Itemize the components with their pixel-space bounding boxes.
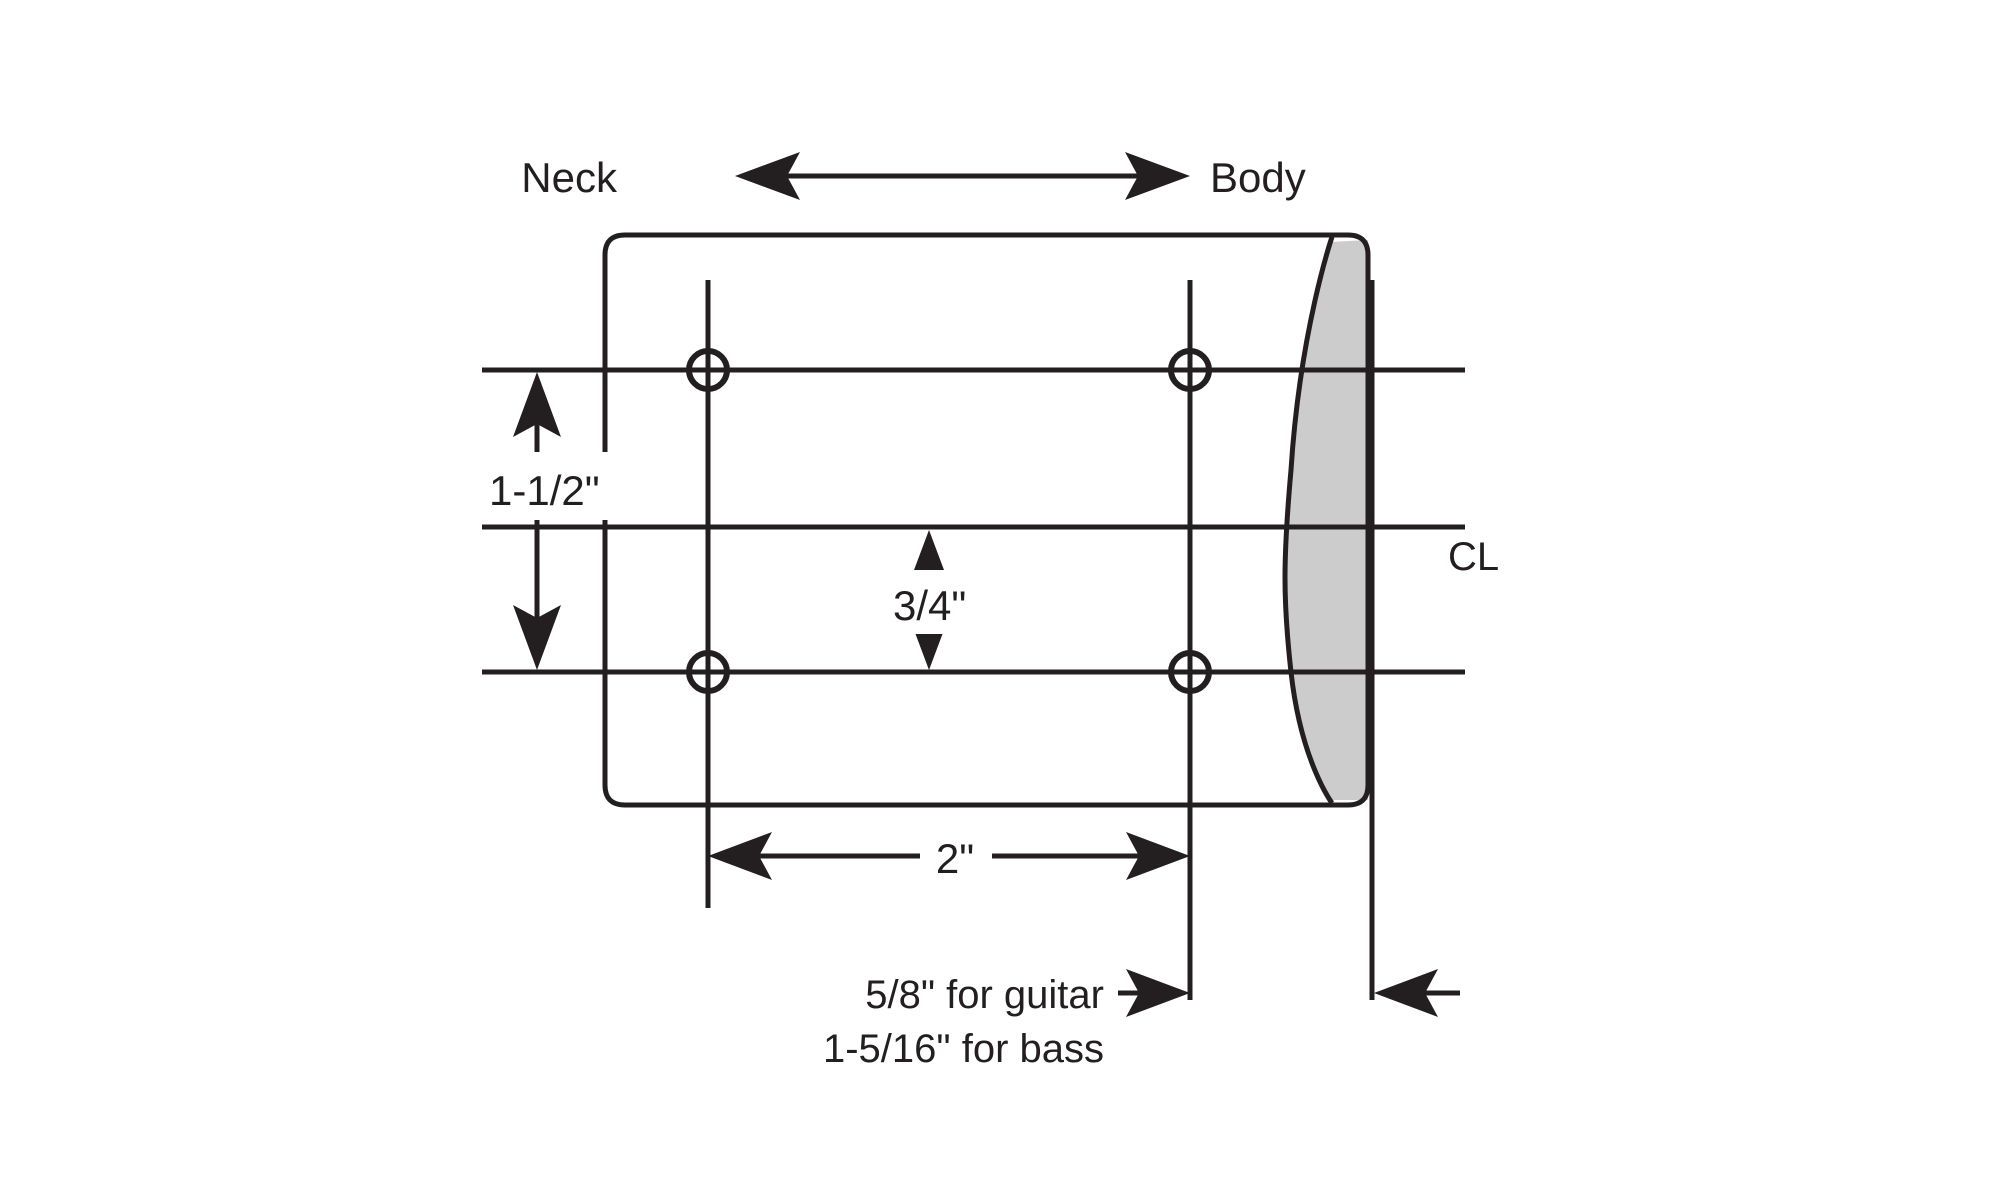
- dimension-vertical-outer-group: 1-1/2": [484, 372, 616, 670]
- arrow-right-icon: [1126, 969, 1190, 1017]
- route-outline: [602, 232, 1371, 808]
- edge-offset-callout-group: 5/8" for guitar 1-5/16" for bass: [823, 969, 1190, 1071]
- mounting-hole-icon: [1168, 650, 1212, 694]
- neck-label: Neck: [521, 154, 618, 201]
- body-contour-curve: [1282, 236, 1335, 805]
- edge-offset-bass-label: 1-5/16" for bass: [823, 1027, 1104, 1071]
- centerline-label: CL: [1448, 535, 1499, 579]
- arrow-up-icon: [513, 372, 561, 437]
- edge-shading-fill: [1284, 240, 1368, 800]
- centerline-pointer-group: [1374, 969, 1460, 1017]
- dimension-horizontal-label: 2": [936, 835, 974, 882]
- mounting-hole-icon: [686, 650, 730, 694]
- dimension-vertical-inner-label: 3/4": [893, 582, 966, 629]
- dimension-horizontal-group: 2": [708, 832, 1190, 882]
- arrow-right-icon: [1126, 832, 1190, 880]
- mounting-holes-group: [686, 348, 1212, 694]
- edge-offset-guitar-label: 5/8" for guitar: [865, 973, 1104, 1017]
- arrow-down-icon: [513, 605, 561, 670]
- route-outline-group: [602, 232, 1371, 808]
- mounting-hole-icon: [686, 348, 730, 392]
- dim-inner-text-backdrop: [888, 570, 998, 634]
- arrow-left-icon: [708, 832, 772, 880]
- dim-outer-text-backdrop: [484, 452, 616, 520]
- dimension-vertical-outer-label: 1-1/2": [489, 467, 600, 514]
- neck-body-direction-group: Neck Body: [521, 152, 1306, 201]
- arrow-right-icon: [1125, 152, 1190, 200]
- body-label: Body: [1210, 154, 1306, 201]
- dimension-vertical-inner-group: 3/4": [888, 530, 998, 670]
- arrow-left-icon: [1374, 969, 1438, 1017]
- construction-lines-group: CL: [482, 280, 1499, 1000]
- body-edge-shading-group: [1284, 240, 1368, 800]
- mounting-hole-icon: [1168, 348, 1212, 392]
- arrow-left-icon: [735, 152, 800, 200]
